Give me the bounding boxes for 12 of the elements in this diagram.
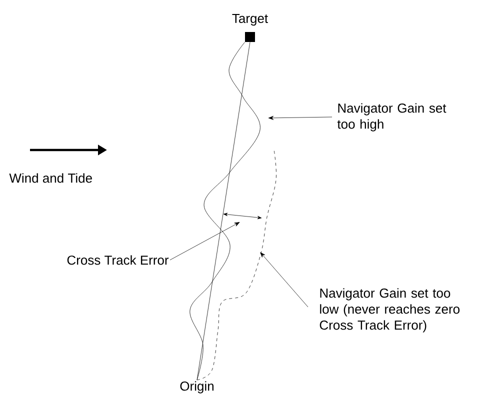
callout-text: Cross Track Error <box>67 255 169 265</box>
leader-line <box>268 116 332 120</box>
wavy-track <box>196 150 276 380</box>
leader-line <box>170 222 240 260</box>
origin-label: Origin <box>180 381 214 394</box>
wavy-track <box>190 42 260 380</box>
leader-line <box>260 252 308 308</box>
callout-text: Navigator Gain set too high <box>337 103 446 132</box>
track-line <box>196 42 250 380</box>
wind-label: Wind and Tide <box>9 173 92 183</box>
callout-text: Navigator Gain set too low (never reaches zero Cross Track Error) <box>320 288 460 332</box>
target-label: Target <box>232 14 268 26</box>
